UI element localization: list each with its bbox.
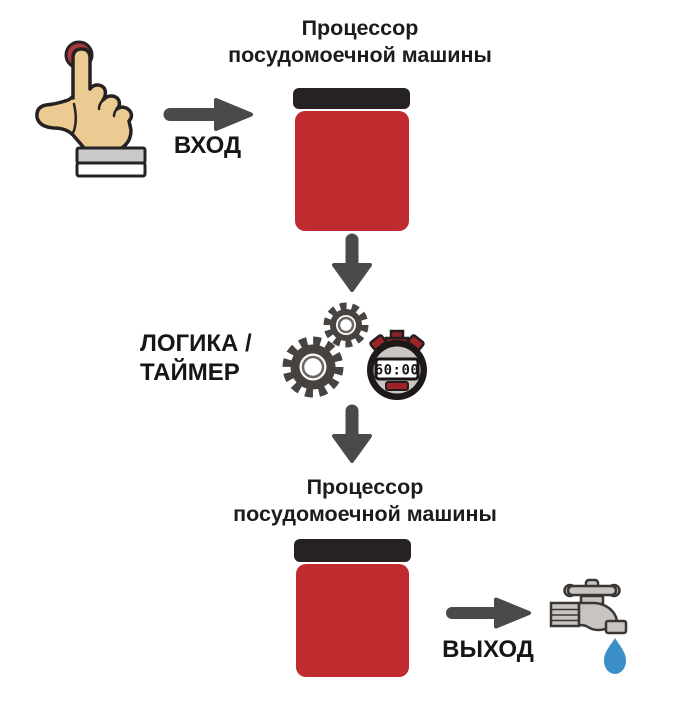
faucet-handle [563, 578, 621, 606]
hand-press-button-icon [28, 38, 148, 180]
processor-bottom-title-line1: Процессор [306, 475, 424, 499]
logic-timer-label: ЛОГИКА / ТАЙМЕР [140, 329, 270, 387]
logic-timer-icons: 60:00 [270, 295, 440, 410]
processor-top-title: Процессор посудомоечной машины [205, 15, 515, 69]
input-label: ВХОД [173, 132, 242, 159]
down-arrow-icon [330, 403, 374, 465]
processor-bottom-title-line2: посудомоечной машины [233, 502, 497, 526]
processor-bottom-title: Процессор посудомоечной машины [210, 474, 520, 528]
stopwatch-icon: 60:00 [367, 329, 427, 400]
stopwatch-display: 60:00 [375, 363, 420, 379]
sleeve-cuff [75, 146, 147, 165]
water-drop-icon [604, 638, 626, 674]
processor-bottom-box-lid [294, 539, 411, 562]
processor-top-box-lid [293, 88, 410, 109]
processor-top-title-line2: посудомоечной машины [228, 43, 492, 67]
processor-top-title-line1: Процессор [301, 16, 419, 40]
faucet-icon [545, 572, 640, 682]
down-arrow-icon [330, 232, 374, 294]
processor-bottom-box [296, 564, 409, 677]
logic-timer-label-line1: ЛОГИКА / [140, 330, 252, 357]
processor-top-box [295, 111, 409, 231]
gear-large-icon [282, 336, 344, 398]
logic-timer-label-line2: ТАЙМЕР [140, 359, 240, 386]
gear-small-icon [323, 302, 369, 348]
output-label: ВЫХОД [442, 636, 534, 663]
input-arrow-icon [160, 97, 255, 132]
output-arrow-icon [443, 597, 533, 629]
faucet-pipe [549, 601, 581, 628]
